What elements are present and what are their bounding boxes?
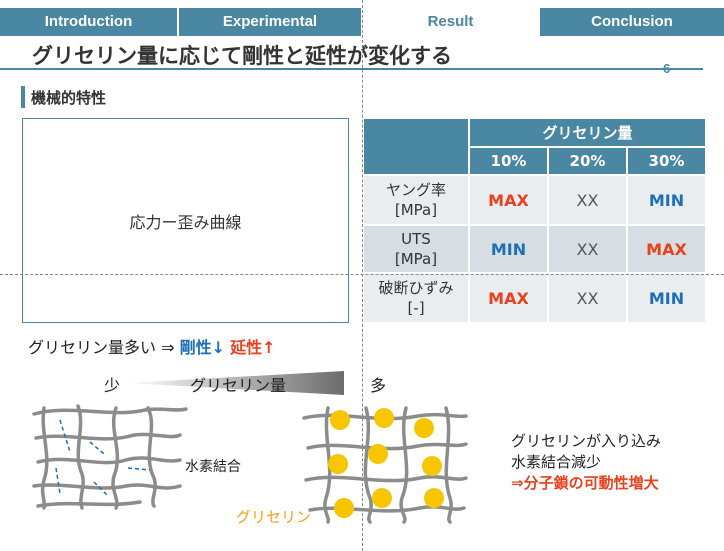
row-label-name: UTS [401, 230, 431, 248]
ductility-label: 延性 [230, 338, 263, 357]
section-marker [21, 86, 25, 108]
stress-strain-placeholder: 応力ー歪み曲線 [22, 118, 349, 323]
glycerol-network-icon [302, 406, 468, 524]
table-cell: MIN [626, 174, 707, 226]
row-label-name: 破断ひずみ [378, 279, 454, 297]
row-label-unit: [MPa] [394, 201, 438, 219]
note-line: グリセリンが入り込み [511, 432, 662, 450]
table-cell: MAX [626, 224, 707, 274]
row-label: ヤング率 [MPa] [362, 174, 470, 226]
hydrogen-bond-label: 水素結合 [185, 459, 241, 475]
note-conclusion: ⇒分子鎖の可動性増大 [511, 474, 659, 492]
placeholder-label: 応力ー歪み曲線 [129, 212, 242, 232]
tab-result[interactable]: Result [363, 8, 538, 36]
row-label-unit: [-] [407, 299, 425, 317]
table-cell: XX [547, 224, 628, 274]
gauge-label: グリセリン量 [190, 376, 287, 395]
stiffness-label: 剛性 [179, 338, 212, 357]
tab-introduction[interactable]: Introduction [0, 8, 177, 36]
column-header: 10% [468, 146, 549, 176]
row-label: 破断ひずみ [-] [362, 272, 470, 324]
tab-experimental[interactable]: Experimental [179, 8, 361, 36]
tab-conclusion[interactable]: Conclusion [540, 8, 724, 36]
note-line: 水素結合減少 [511, 453, 602, 471]
table-cell: MAX [468, 272, 549, 324]
vertical-guide [362, 0, 363, 551]
table-row: UTS [MPa] MIN XX MAX [362, 224, 707, 274]
summary-prefix: グリセリン量多い ⇒ [28, 338, 180, 357]
row-label-name: ヤング率 [385, 181, 446, 199]
table-row: 破断ひずみ [-] MAX XX MIN [362, 272, 707, 324]
title-underline [0, 68, 703, 70]
section-title: 機械的特性 [31, 89, 107, 107]
table-corner [362, 117, 470, 176]
column-header: 30% [626, 146, 707, 176]
down-arrow-icon: ↓ [211, 338, 226, 357]
table-cell: XX [547, 174, 628, 226]
horizontal-guide [0, 274, 724, 275]
slide-title: グリセリン量に応じて剛性と延性が変化する [32, 44, 452, 68]
table-cell: MAX [468, 174, 549, 226]
gauge-few-label: 少 [104, 376, 121, 395]
table-cell: MIN [468, 224, 549, 274]
mechanism-note: グリセリンが入り込み 水素結合減少 ⇒分子鎖の可動性増大 [511, 431, 661, 494]
section-tabs: Introduction Experimental Result Conclus… [0, 8, 724, 36]
up-arrow-icon: ↑ [262, 338, 276, 357]
table-cell: XX [547, 272, 628, 324]
table-cell: MIN [626, 272, 707, 324]
properties-table: グリセリン量 10% 20% 30% ヤング率[MPa] MAX XX MIN … [362, 117, 707, 324]
table-row: ヤング率 [MPa] MAX XX MIN [362, 174, 707, 226]
gauge-many-label: 多 [370, 376, 387, 395]
row-label-unit: [MPa] [394, 250, 438, 268]
summary-line: グリセリン量多い ⇒ 剛性↓ 延性↑ [28, 334, 276, 358]
glycerol-label: グリセリン [236, 508, 312, 526]
polymer-network-icon [32, 404, 188, 510]
row-label: UTS [MPa] [362, 224, 470, 274]
table-group-header: グリセリン量 [468, 117, 707, 148]
page-number: 6 [663, 61, 671, 76]
column-header: 20% [547, 146, 628, 176]
gradient-wedge-icon [126, 371, 344, 395]
